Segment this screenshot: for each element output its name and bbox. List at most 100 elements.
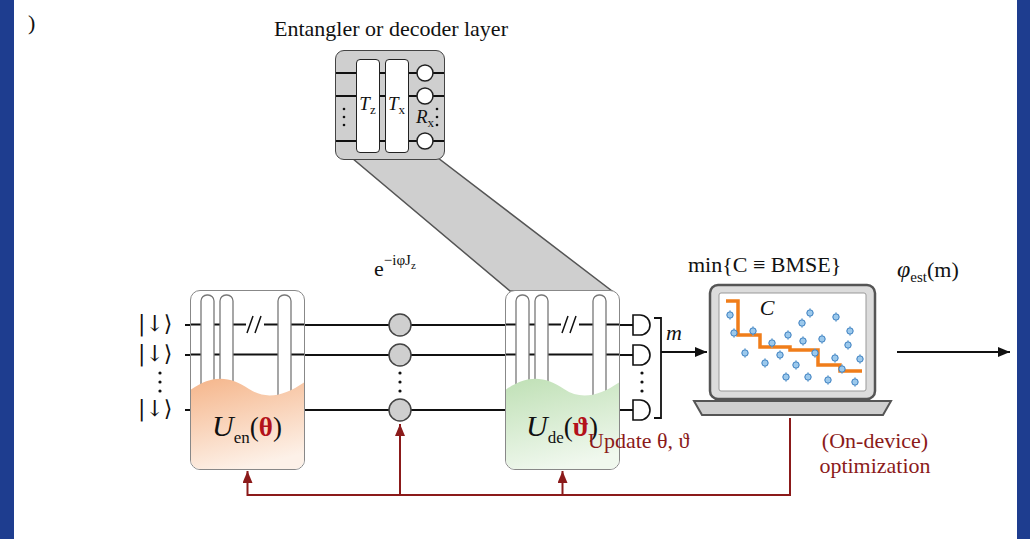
- decoder-box-text: de: [548, 428, 564, 447]
- svg-circle: [845, 342, 851, 348]
- svg-circle: [640, 371, 643, 374]
- svg-rect: [719, 293, 866, 391]
- svg-circle: [158, 371, 161, 374]
- rotation-column-text: x: [428, 115, 435, 130]
- input-state-text: |↓⟩: [138, 396, 172, 421]
- update-label-group: Update θ, ϑ: [588, 428, 689, 453]
- svg-circle: [825, 377, 831, 383]
- svg-circle: [417, 65, 433, 81]
- encoder-box-text: (: [250, 412, 259, 442]
- gate-box: Tz: [356, 59, 380, 153]
- gate-box-text: T: [359, 93, 370, 114]
- estimator-label-group: φest(m): [897, 256, 959, 286]
- svg-circle: [769, 340, 775, 346]
- gate-box-text: x: [399, 102, 406, 117]
- svg-circle: [777, 352, 783, 358]
- svg-circle: [640, 389, 643, 392]
- encoder-box: Uen(θ): [190, 290, 305, 470]
- svg-path: [633, 315, 650, 335]
- laptop-group: C: [750, 295, 784, 320]
- encoder-box-text: θ: [259, 412, 273, 442]
- svg-circle: [750, 328, 756, 334]
- phase-gates: [389, 314, 411, 421]
- svg-circle: [812, 350, 818, 356]
- rotation-column: Rx: [412, 59, 438, 153]
- phase-label-text: −iφJ: [384, 252, 411, 268]
- svg-circle: [389, 399, 411, 421]
- svg-path: [694, 401, 891, 415]
- feedback-arrow: [399, 424, 401, 495]
- optimization-label-text: (On-device) optimization: [819, 428, 930, 478]
- cost-label-group: min{C ≡ BMSE}: [688, 252, 841, 277]
- estimator-label-text: est: [910, 269, 927, 285]
- svg-circle: [436, 124, 439, 127]
- svg-circle: [742, 350, 748, 356]
- svg-circle: [389, 344, 411, 366]
- input-state-text: |↓⟩: [138, 311, 172, 336]
- svg-circle: [640, 380, 643, 383]
- svg-circle: [857, 356, 863, 362]
- svg-path: [247, 316, 261, 333]
- svg-circle: [727, 312, 733, 318]
- phase-label-text: z: [411, 259, 416, 271]
- svg-polyline: [726, 301, 862, 371]
- encoder-box-text: U: [212, 409, 234, 442]
- svg-circle: [807, 310, 813, 316]
- phase-label-group: e−iφJz: [374, 252, 416, 281]
- svg-path: [633, 400, 650, 420]
- svg-circle: [852, 379, 858, 385]
- gate-box-text: T: [388, 93, 399, 114]
- svg-circle: [799, 320, 805, 326]
- border-strip: [1017, 0, 1030, 539]
- panel-label-group: ): [28, 10, 35, 35]
- encoder-box-text: en: [234, 428, 250, 447]
- svg-circle: [819, 336, 825, 342]
- svg-circle: [417, 133, 433, 149]
- input-state-group: |↓⟩: [138, 396, 172, 421]
- rotation-column-text: R: [416, 106, 428, 127]
- cost-label-text: min{C ≡ BMSE}: [688, 252, 841, 277]
- svg-circle: [343, 108, 346, 111]
- estimator-label-text: (m): [927, 257, 959, 282]
- outcome-label-text: m: [666, 320, 682, 345]
- decoder-box-text: U: [526, 409, 548, 442]
- svg-circle: [389, 314, 411, 336]
- optimization-label-group: (On-device) optimization: [800, 428, 950, 479]
- outcome-arrow: [661, 351, 707, 353]
- estimator-label-text: φ: [897, 256, 910, 282]
- decoder-box-text: (: [564, 412, 573, 442]
- decoder-box-text: ϑ: [573, 412, 589, 442]
- laptop-text: C: [760, 295, 775, 320]
- gate-box-group: Tx: [386, 93, 407, 118]
- svg-rect: [710, 285, 875, 399]
- output-arrow: [897, 351, 1010, 353]
- svg-circle: [832, 355, 838, 361]
- panel-label-text: ): [28, 10, 35, 35]
- laptop-art: [690, 283, 895, 418]
- svg-circle: [158, 380, 161, 383]
- svg-circle: [793, 362, 799, 368]
- svg-circle: [436, 108, 439, 111]
- outcome-label-group: m: [666, 320, 682, 345]
- svg-circle: [343, 116, 346, 119]
- input-state-text: |↓⟩: [138, 341, 172, 366]
- detectors: [633, 315, 650, 420]
- gate-box: Tx: [385, 59, 409, 153]
- input-state-group: |↓⟩: [138, 341, 172, 366]
- svg-path: [190, 379, 305, 470]
- svg-path: [633, 345, 650, 365]
- svg-circle: [785, 332, 791, 338]
- svg-circle: [805, 374, 811, 380]
- measurement-bracket: [654, 318, 661, 418]
- svg-circle: [833, 314, 839, 320]
- svg-circle: [436, 116, 439, 119]
- svg-circle: [158, 389, 161, 392]
- svg-circle: [731, 330, 737, 336]
- layer-callout-text: Entangler or decoder layer: [274, 16, 508, 41]
- layer-callout-group: Entangler or decoder layer: [251, 16, 531, 41]
- svg-path: [505, 379, 620, 470]
- svg-path: [562, 316, 576, 333]
- gate-box-text: z: [370, 102, 376, 117]
- callout-funnel: [352, 158, 612, 291]
- border-strip: [0, 0, 14, 539]
